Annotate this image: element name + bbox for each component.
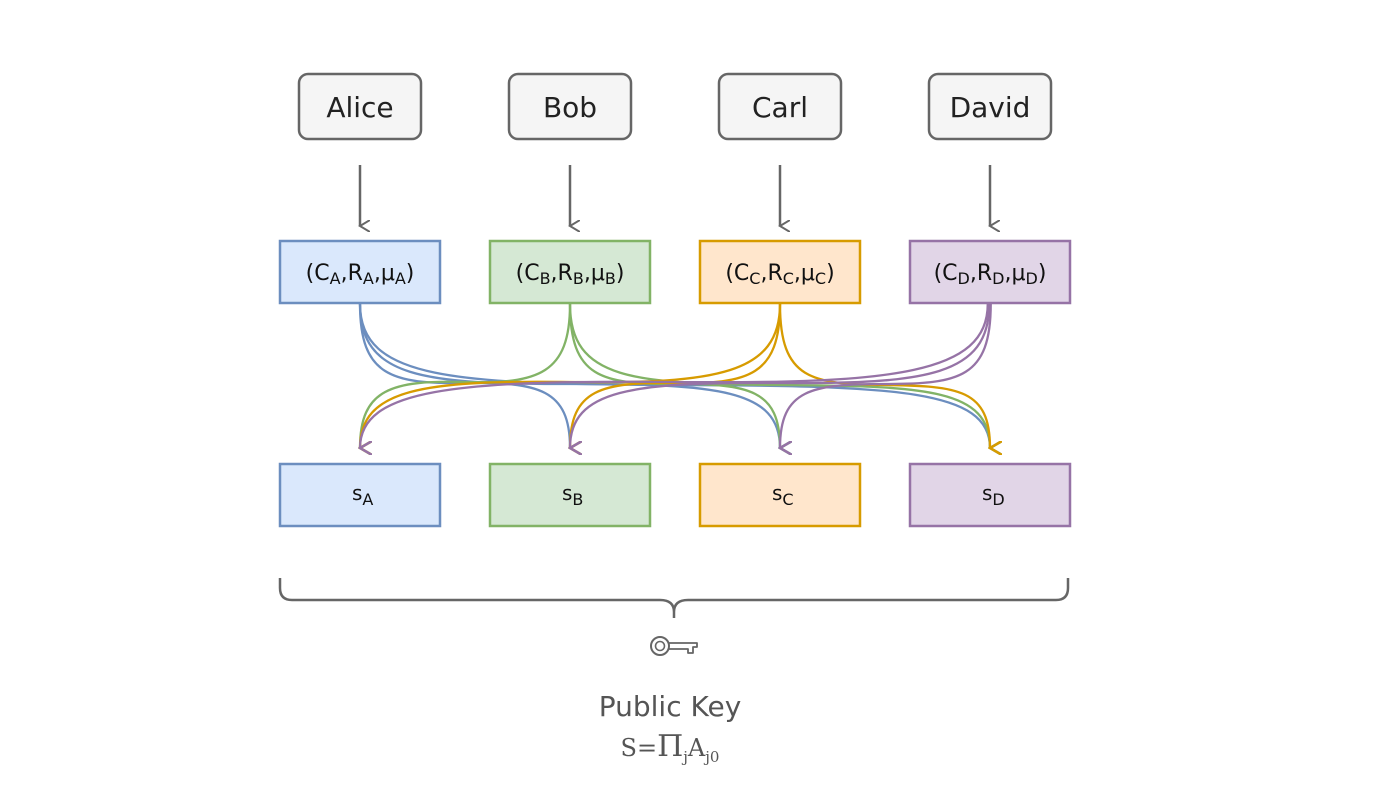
party-layer: Alice Bob Carl David: [297, 72, 1053, 141]
commitment-tuple: (CB,RB,μB): [516, 261, 625, 288]
curve-bob-to-alice: [360, 303, 572, 448]
share-node-carl: sC: [698, 462, 862, 528]
curve-david-to-carl: [780, 303, 992, 448]
share-node-alice: sA: [278, 462, 442, 528]
share-node-david: sD: [908, 462, 1072, 528]
curly-brace: [278, 578, 1070, 618]
commitment-box: [488, 239, 652, 305]
share-label: sA: [352, 481, 373, 509]
commitment-tuple: (CC,RC,μC): [725, 261, 834, 288]
party-node-carl: Carl: [717, 72, 843, 141]
commitment-box: [698, 239, 862, 305]
commitment-node-alice: (CA,RA,μA): [278, 239, 442, 305]
party-node-david: David: [927, 72, 1053, 141]
share-distribution-curves: [358, 303, 992, 448]
share-box: [488, 462, 652, 528]
share-label: sC: [772, 481, 794, 509]
commitment-node-carl: (CC,RC,μC): [698, 239, 862, 305]
party-arrows: [360, 165, 990, 226]
public-key-title: Public Key: [599, 690, 742, 723]
party-name: Bob: [543, 91, 597, 124]
commitment-node-bob: (CB,RB,μB): [488, 239, 652, 305]
curve-david-to-bob: [570, 303, 991, 448]
share-box: [698, 462, 862, 528]
party-box: [927, 72, 1053, 141]
share-layer: sA sB sC sD: [278, 462, 1072, 528]
share-label: sD: [982, 481, 1005, 509]
party-box: [507, 72, 633, 141]
key-icon: [650, 636, 698, 656]
share-box: [908, 462, 1072, 528]
curve-bob-to-carl: [568, 303, 780, 448]
commitment-box: [278, 239, 442, 305]
share-box: [278, 462, 442, 528]
party-name: Alice: [326, 91, 393, 124]
commitment-tuple: (CA,RA,μA): [306, 261, 415, 288]
commitment-layer: (CA,RA,μA) (CB,RB,μB) (CC,RC,μC) (CD,RD,μD): [278, 239, 1072, 305]
party-box: [297, 72, 423, 141]
commitment-tuple: (CD,RD,μD): [934, 261, 1047, 288]
party-box: [717, 72, 843, 141]
curve-bob-to-david: [568, 303, 990, 448]
curve-alice-to-david: [358, 303, 990, 448]
share-node-bob: sB: [488, 462, 652, 528]
commitment-box: [908, 239, 1072, 305]
party-name: Carl: [752, 91, 808, 124]
public-key-formula: S=ΠjAj0: [621, 729, 720, 766]
commitment-node-david: (CD,RD,μD): [908, 239, 1072, 305]
party-node-alice: Alice: [297, 72, 423, 141]
curve-david-to-alice: [360, 303, 989, 448]
curve-alice-to-bob: [358, 303, 570, 448]
share-label: sB: [562, 481, 583, 509]
party-node-bob: Bob: [507, 72, 633, 141]
party-name: David: [950, 91, 1031, 124]
